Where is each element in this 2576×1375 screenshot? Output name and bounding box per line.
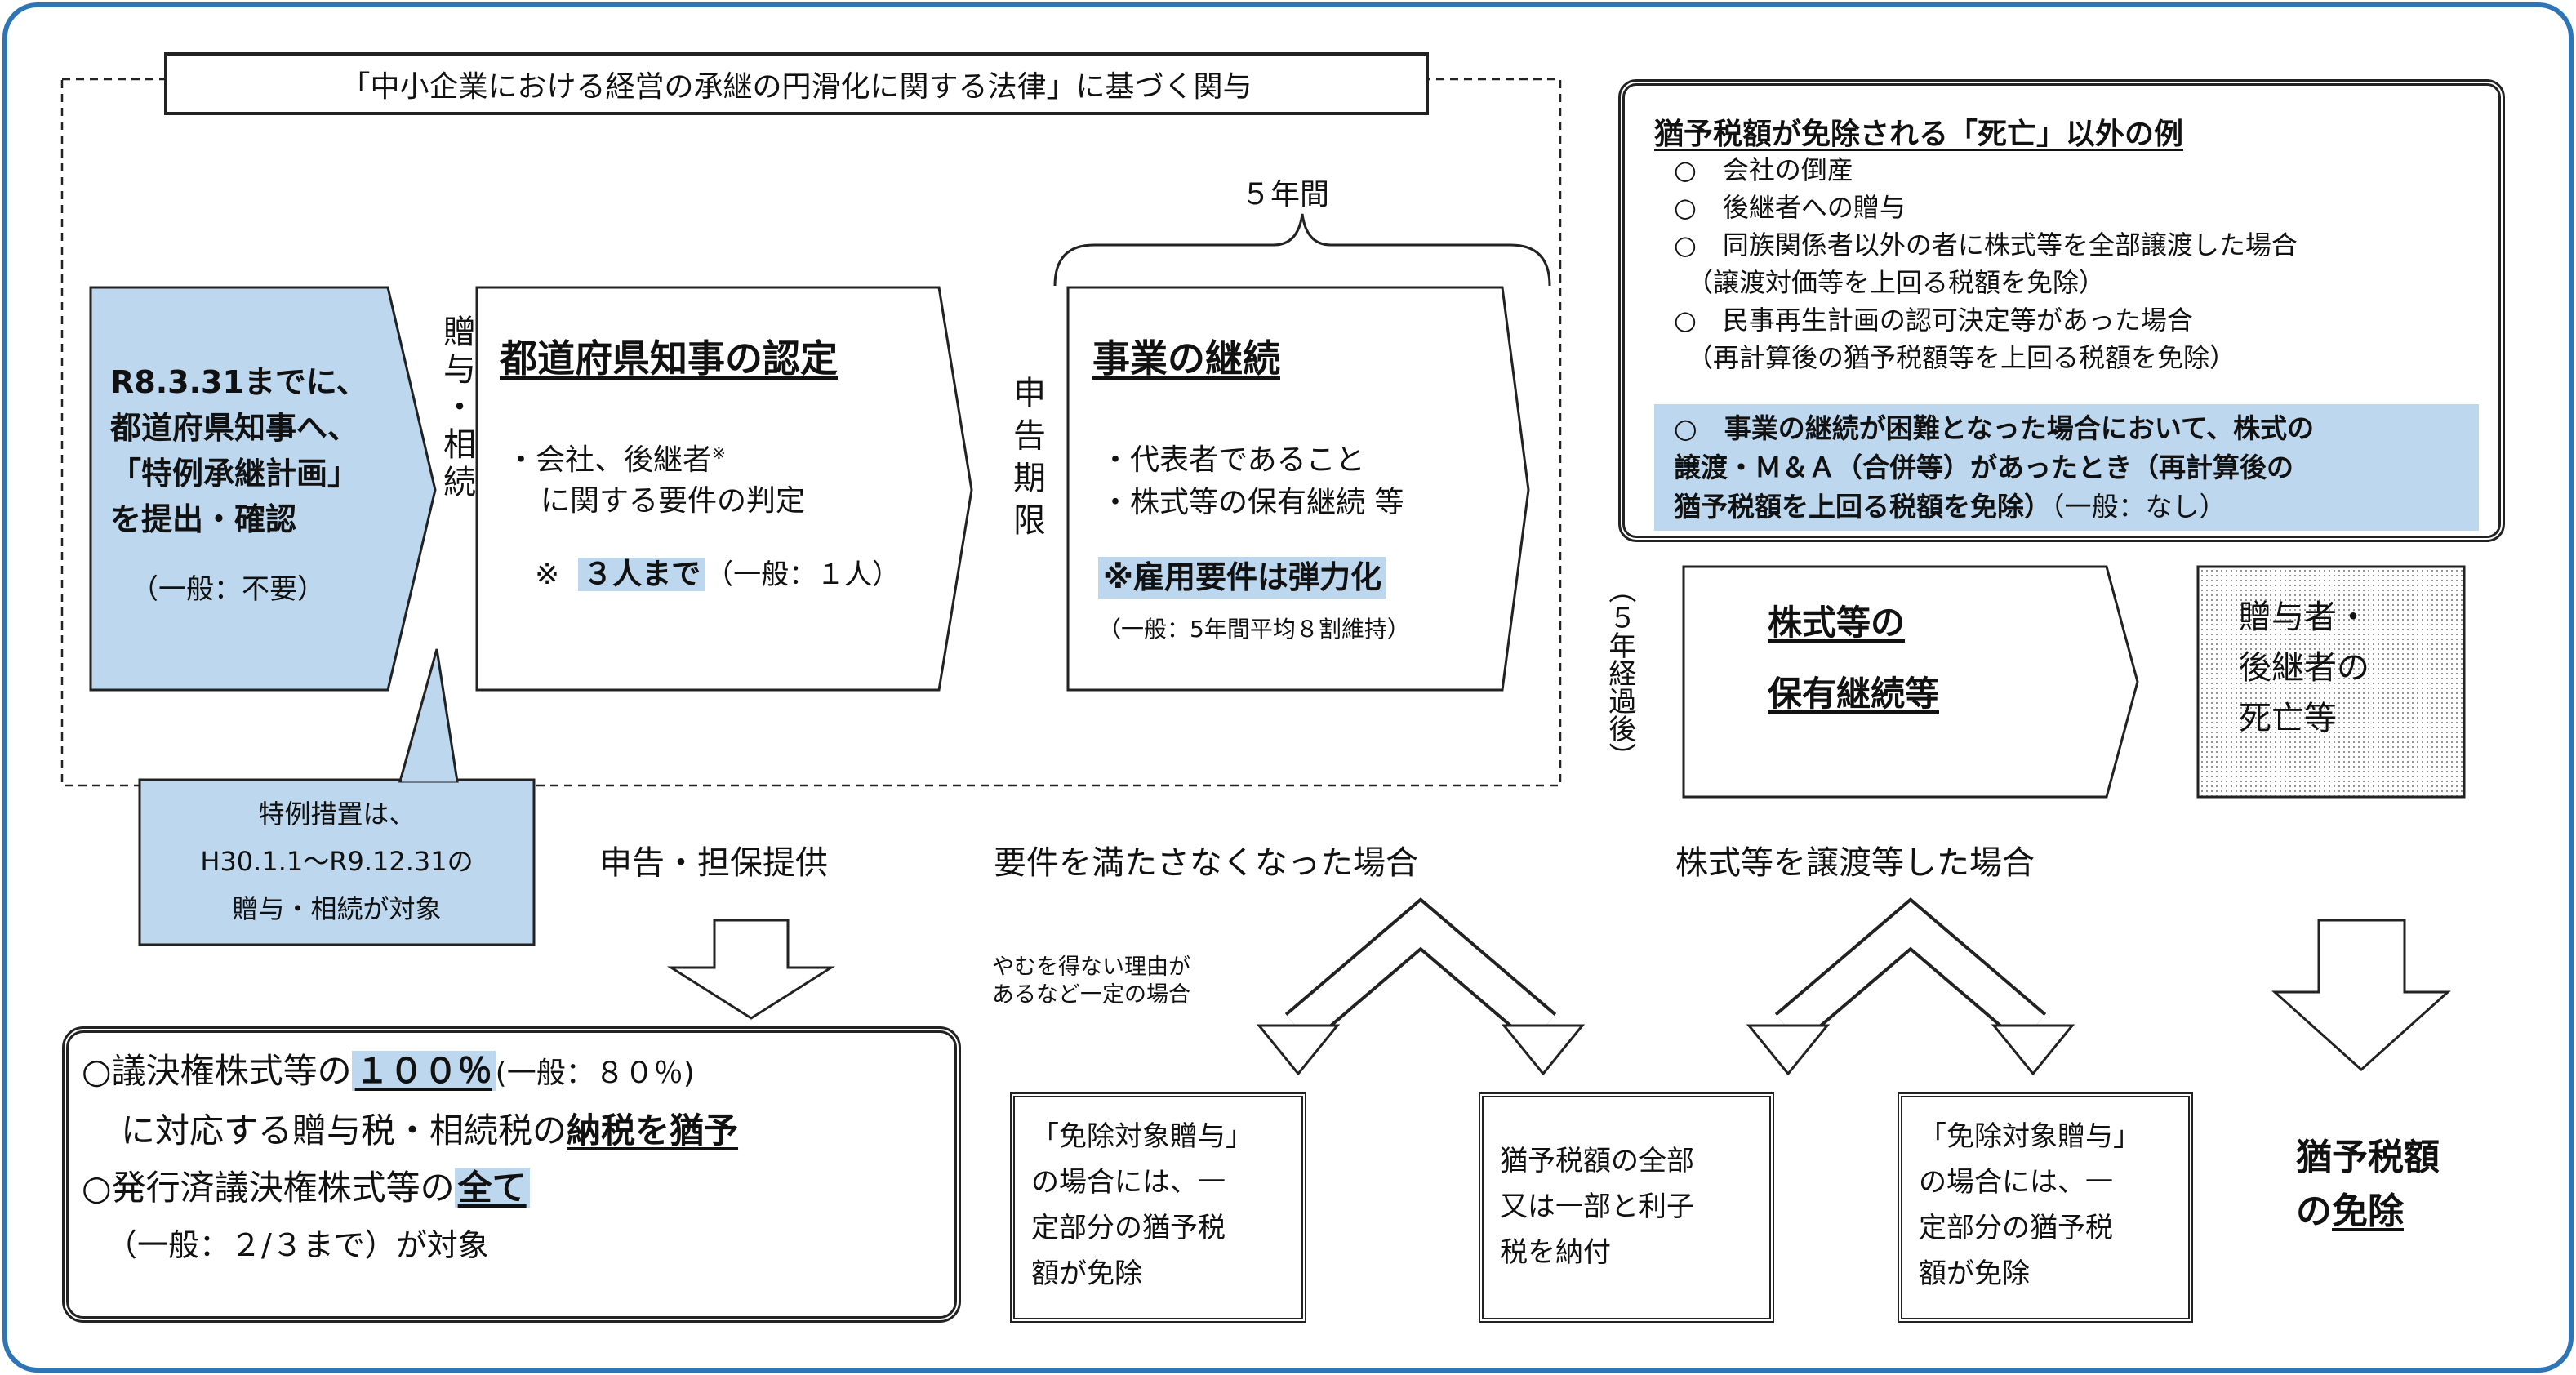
outcome-line: 「免除対象贈与」 xyxy=(1031,1120,1253,1153)
plan-line: R8.3.31までに、 xyxy=(110,364,367,400)
exemption-examples-title: 猶予税額が免除される「死亡」以外の例 xyxy=(1654,118,2184,151)
deferral-emphasis: 納税を猶予 xyxy=(567,1110,739,1150)
outcome-box-exempt-gift-1: 「免除対象贈与」 の場合には、一 定部分の猶予税 額が免除 xyxy=(1010,1092,1306,1323)
highlighted-example: ○ 事業の継続が困難となった場合において、株式の 譲渡・Ｍ＆Ａ（合併等）があった… xyxy=(1654,404,2479,531)
percent-highlight: １００％ xyxy=(351,1051,496,1091)
death-line: 贈与者・ xyxy=(2239,599,2369,636)
holding-line1: 株式等の xyxy=(1768,603,1906,643)
holding-line2: 保有継続等 xyxy=(1768,674,1940,714)
arrowhead xyxy=(1991,1024,2075,1076)
highlight-line: ○ 事業の継続が困難となった場合において、株式の xyxy=(1674,412,2315,444)
outcome-line: 額が免除 xyxy=(1919,1257,2030,1290)
certification-line2: に関する要件の判定 xyxy=(541,484,806,518)
example-item: ○ 会社の倒産 xyxy=(1674,154,1853,185)
outcome-line: の場合には、一 xyxy=(1031,1166,1226,1199)
general-percent: (一般：８０％) xyxy=(495,1057,695,1090)
after-five-years-label: （５年経過後） xyxy=(1603,576,1636,770)
death-text: 贈与者・ 後継者の 死亡等 xyxy=(2239,592,2369,744)
example-item: ○ 同族関係者以外の者に株式等を全部譲渡した場合 xyxy=(1674,229,2298,260)
plan-line: 都道府県知事へ、 xyxy=(110,410,359,446)
final-line1: 猶予税額 xyxy=(2296,1137,2440,1178)
outcome-line: 「免除対象贈与」 xyxy=(1919,1120,2141,1153)
continuation-line1: ・代表者であること xyxy=(1101,443,1365,477)
continuation-title: 事業の継続 xyxy=(1092,336,1280,380)
five-years-label: ５年間 xyxy=(1241,178,1330,211)
final-exemption-underlined: 免除 xyxy=(2332,1190,2404,1232)
plan-general-note: （一般：不要） xyxy=(131,573,325,606)
arrowhead xyxy=(1746,1024,1831,1076)
special-measure-callout: 特例措置は、 H30.1.1～R9.12.31の 贈与・相続が対象 xyxy=(140,790,534,932)
split-arrow-arm xyxy=(1287,901,1555,1042)
limit-highlight: ３人まで xyxy=(578,558,706,591)
law-title: 「中小企業における経営の承継の円滑化に関する法律」に基づく関与 xyxy=(340,69,1252,104)
plan-line: を提出・確認 xyxy=(110,501,297,537)
plan-text: R8.3.31までに、 都道府県知事へ、 「特例承継計画」 を提出・確認 xyxy=(110,359,367,542)
final-exemption: 猶予税額 の免除 xyxy=(2296,1131,2440,1239)
down-arrow-filing xyxy=(666,919,836,1020)
outcome-line: 額が免除 xyxy=(1031,1257,1142,1290)
callout-pointer xyxy=(398,648,459,783)
outcome-line: 猶予税額の全部 xyxy=(1500,1145,1694,1177)
death-box xyxy=(2196,565,2466,799)
unavoidable-line: やむを得ない理由が xyxy=(992,954,1190,980)
outcome-box-exempt-gift-2: 「免除対象贈与」 の場合には、一 定部分の猶予税 額が免除 xyxy=(1898,1092,2193,1323)
five-year-brace xyxy=(1053,213,1551,287)
deferral-text: に対応する贈与税・相続税の xyxy=(121,1110,567,1150)
deferral-text: ○発行済議決権株式等の xyxy=(82,1168,455,1208)
final-line2: の xyxy=(2296,1190,2332,1232)
callout-line: 特例措置は、 xyxy=(258,799,416,830)
deferral-box: ○議決権株式等の１００％(一般：８０％) に対応する贈与税・相続税の納税を猶予 … xyxy=(62,1026,961,1323)
limit-general: （一般：１人） xyxy=(705,558,901,591)
example-item: （譲渡対価等を上回る税額を免除） xyxy=(1674,267,2106,298)
deferral-text: ○議決権株式等の xyxy=(82,1051,352,1091)
highlight-line: 譲渡・Ｍ＆Ａ（合併等）があったとき（再計算後の xyxy=(1674,452,2293,483)
label-transfer: 株式等を譲渡等した場合 xyxy=(1675,844,2035,882)
highlight-general: （一般：なし） xyxy=(2051,491,2227,523)
down-arrow-exemption xyxy=(2271,919,2451,1072)
example-item: ○ 後継者への贈与 xyxy=(1674,192,1906,223)
death-line: 死亡等 xyxy=(2239,700,2337,737)
callout-line: H30.1.1～R9.12.31の xyxy=(200,846,474,877)
label-filing: 申告・担保提供 xyxy=(599,844,828,882)
outcome-line: 定部分の猶予税 xyxy=(1919,1212,2113,1244)
outcome-line: 定部分の猶予税 xyxy=(1031,1212,1226,1244)
arrowhead xyxy=(1256,1024,1341,1076)
filing-deadline-label: 申告期限 xyxy=(1008,376,1045,545)
exemption-examples-box: 猶予税額が免除される「死亡」以外の例 ○ 会社の倒産 ○ 後継者への贈与 ○ 同… xyxy=(1618,79,2505,542)
gift-inheritance-label: 贈与・相続 xyxy=(438,314,475,502)
outcome-line: の場合には、一 xyxy=(1919,1166,2113,1199)
label-not-met: 要件を満たさなくなった場合 xyxy=(994,844,1418,882)
certification-title: 都道府県知事の認定 xyxy=(500,336,838,380)
label-unavoidable: やむを得ない理由が あるなど一定の場合 xyxy=(992,954,1190,1009)
asterisk-mark: ※ xyxy=(712,443,726,463)
employment-general: （一般：5年間平均８割維持） xyxy=(1098,616,1410,643)
continuation-line2: ・株式等の保有継続 等 xyxy=(1101,486,1404,519)
outcome-box-payment: 猶予税額の全部 又は一部と利子 税を納付 xyxy=(1479,1092,1774,1323)
deferral-text: （一般：２/３まで）が対象 xyxy=(106,1227,489,1263)
unavoidable-line: あるなど一定の場合 xyxy=(992,982,1190,1008)
asterisk-mark: ※ xyxy=(535,558,560,591)
example-item: （再計算後の猶予税額等を上回る税額を免除） xyxy=(1674,342,2236,373)
law-title-box: 「中小企業における経営の承継の円滑化に関する法律」に基づく関与 xyxy=(164,52,1429,115)
holding-arrow-shape xyxy=(1682,565,2139,799)
highlight-line: 猶予税額を上回る税額を免除） xyxy=(1674,491,2051,523)
outcome-line: 又は一部と利子 xyxy=(1500,1190,1694,1223)
law-scope-dashed-box xyxy=(60,78,1562,787)
text: ・会社、後継者 xyxy=(506,443,713,477)
death-line: 後継者の xyxy=(2239,649,2369,687)
all-highlight: 全て xyxy=(454,1168,530,1208)
certification-limit: ※ ３人まで（一般：１人） xyxy=(535,555,900,595)
callout-line: 贈与・相続が対象 xyxy=(232,893,442,924)
outcome-line: 税を納付 xyxy=(1500,1236,1611,1269)
split-arrow-arm xyxy=(1777,901,2044,1042)
split-arrow-transfer xyxy=(1746,897,2075,1076)
certification-line1: ・会社、後継者※ xyxy=(506,441,726,481)
plan-line: 「特例承継計画」 xyxy=(110,456,359,492)
arrowhead xyxy=(1501,1024,1586,1076)
example-item: ○ 民事再生計画の認可決定等があった場合 xyxy=(1674,305,2193,336)
split-arrow-not-met xyxy=(1256,897,1586,1076)
employment-requirement: ※雇用要件は弾力化 xyxy=(1098,557,1386,599)
plan-arrow-shape xyxy=(89,286,437,692)
